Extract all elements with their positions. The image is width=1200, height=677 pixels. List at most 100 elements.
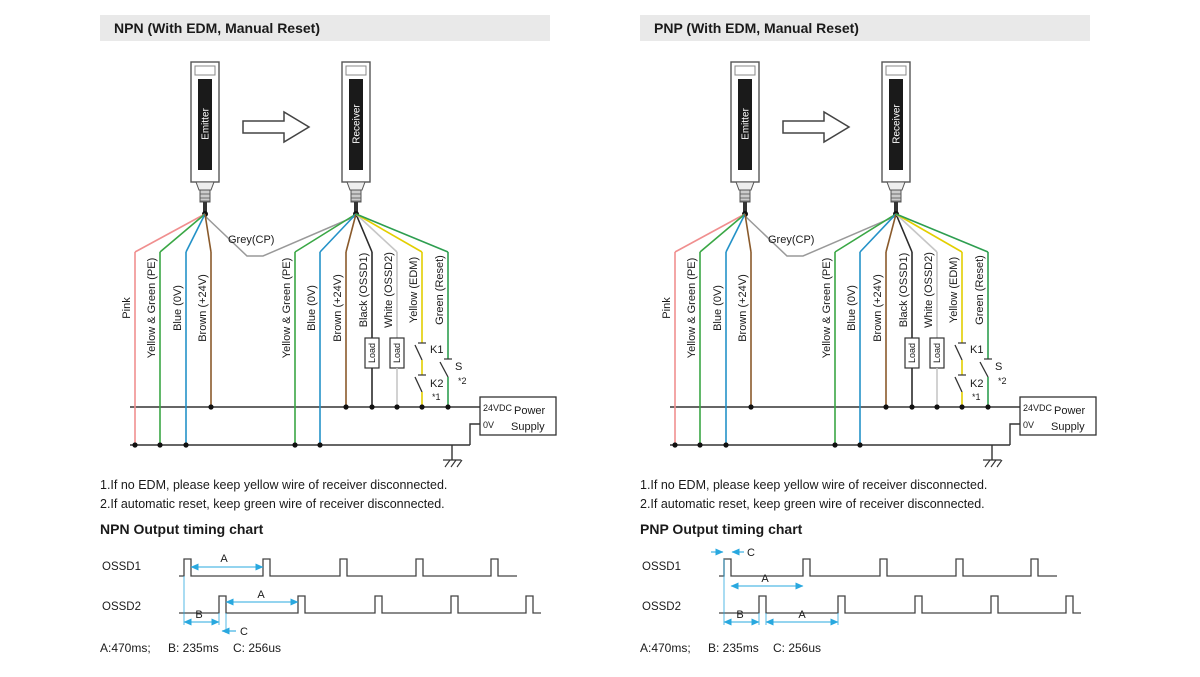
legend-a: A:470ms; <box>640 641 691 655</box>
k2-contact-blade <box>414 376 423 393</box>
panel-title: NPN (With EDM, Manual Reset) <box>114 20 320 36</box>
emitter-label: Emitter <box>201 107 212 139</box>
wire-fan <box>674 213 746 253</box>
cp-label: Grey(CP) <box>768 234 814 246</box>
ossd2-waveform <box>179 595 541 614</box>
wire-label: Brown (+24V) <box>872 274 884 342</box>
wire-fan <box>895 213 938 253</box>
wire-fan <box>355 213 423 253</box>
receiver-connector <box>346 181 366 191</box>
junction-dot <box>748 404 754 410</box>
wire-label: Black (OSSD1) <box>358 253 370 328</box>
k2-label: K2 <box>430 378 443 390</box>
power-name-line2: Supply <box>1051 421 1085 433</box>
dim-a-ossd1-label: A <box>761 573 769 585</box>
receiver-indicator-window <box>885 65 907 76</box>
dim-c-label: C <box>747 547 755 559</box>
wire-fan <box>895 213 963 253</box>
ossd1-label: OSSD1 <box>642 561 681 573</box>
wire-fan <box>319 213 357 253</box>
emitter-cable-gland <box>739 189 751 203</box>
dim-b-label: B <box>736 609 743 621</box>
wire-label: Blue (0V) <box>172 285 184 331</box>
ossd1-waveform <box>719 558 1057 577</box>
k-note: *1 <box>432 392 441 402</box>
junction-dot <box>419 404 425 410</box>
note-1: 1.If no EDM, please keep yellow wire of … <box>640 478 987 492</box>
wire-label: Blue (0V) <box>712 285 724 331</box>
junction-dot <box>317 442 323 448</box>
ground-hatch <box>990 459 997 468</box>
wire-label: Black (OSSD1) <box>898 253 910 328</box>
power-0v-label: 0V <box>483 420 494 430</box>
junction-dot <box>959 404 965 410</box>
junction-dot <box>157 442 163 448</box>
note-1: 1.If no EDM, please keep yellow wire of … <box>100 478 447 492</box>
ground-hatch <box>444 459 451 468</box>
receiver-indicator-window <box>345 65 367 76</box>
receiver-cable-gland <box>350 189 362 203</box>
ossd2-waveform <box>719 595 1081 614</box>
k1-label: K1 <box>970 344 983 356</box>
emitter-indicator-window <box>734 65 756 76</box>
wire-label: Brown (+24V) <box>197 274 209 342</box>
legend-c: C: 256us <box>773 641 821 655</box>
ground-hatch <box>996 459 1003 468</box>
dim-b-label: B <box>195 609 202 621</box>
emitter-stripe <box>198 79 212 170</box>
wire-fan <box>204 213 212 253</box>
timing-title: PNP Output timing chart <box>640 521 803 537</box>
power-24v-label: 24VDC <box>1023 403 1053 413</box>
legend-b: B: 235ms <box>168 641 219 655</box>
wire-label: Pink <box>661 297 673 319</box>
junction-dot <box>883 404 889 410</box>
note-2: 2.If automatic reset, keep green wire of… <box>100 497 445 511</box>
s-label: S <box>455 361 462 373</box>
junction-dot <box>183 442 189 448</box>
ground-hatch <box>456 459 463 468</box>
k1-label: K1 <box>430 344 443 356</box>
wire-fan <box>699 213 746 253</box>
ground-hatch <box>450 459 457 468</box>
wire-fan <box>345 213 357 253</box>
cp-label: Grey(CP) <box>228 234 274 246</box>
junction-dot <box>697 442 703 448</box>
k2-contact-blade <box>954 376 963 393</box>
receiver-stripe <box>349 79 363 170</box>
ossd2-label: OSSD2 <box>642 601 681 613</box>
wire-fan <box>895 213 913 253</box>
k1-contact-blade <box>414 344 423 361</box>
power-name-line1: Power <box>1054 405 1086 417</box>
wire-fan <box>355 213 398 253</box>
wire-label: Green (Reset) <box>974 255 986 325</box>
junction-dot <box>857 442 863 448</box>
dim-a-ossd1-label: A <box>220 553 228 565</box>
wire-fan <box>185 213 206 253</box>
junction-dot <box>292 442 298 448</box>
power-24v-label: 24VDC <box>483 403 513 413</box>
legend-c: C: 256us <box>233 641 281 655</box>
junction-dot <box>832 442 838 448</box>
receiver-label: Receiver <box>352 104 363 144</box>
panel-titlebar <box>100 15 550 41</box>
receiver-connector <box>886 181 906 191</box>
receiver-cable <box>894 202 898 212</box>
emitter-connector <box>195 181 215 191</box>
receiver-label: Receiver <box>892 104 903 144</box>
ossd1-label: OSSD1 <box>102 561 141 573</box>
wire-label: White (OSSD2) <box>923 252 935 328</box>
emitter-cable <box>743 202 747 212</box>
dim-a-ossd2-label: A <box>257 589 265 601</box>
wire-label: Yellow & Green (PE) <box>281 258 293 358</box>
panel-pnp: PNP (With EDM, Manual Reset)24VDC0VPower… <box>640 15 1097 655</box>
ground-hatch <box>984 459 991 468</box>
dim-a-ossd2-label: A <box>798 609 806 621</box>
junction-dot <box>723 442 729 448</box>
emitter-cable <box>203 202 207 212</box>
junction-dot <box>934 404 940 410</box>
load-label: Load <box>392 343 402 363</box>
bus-0v-link <box>469 423 480 445</box>
emitter-cable-gland <box>199 189 211 203</box>
